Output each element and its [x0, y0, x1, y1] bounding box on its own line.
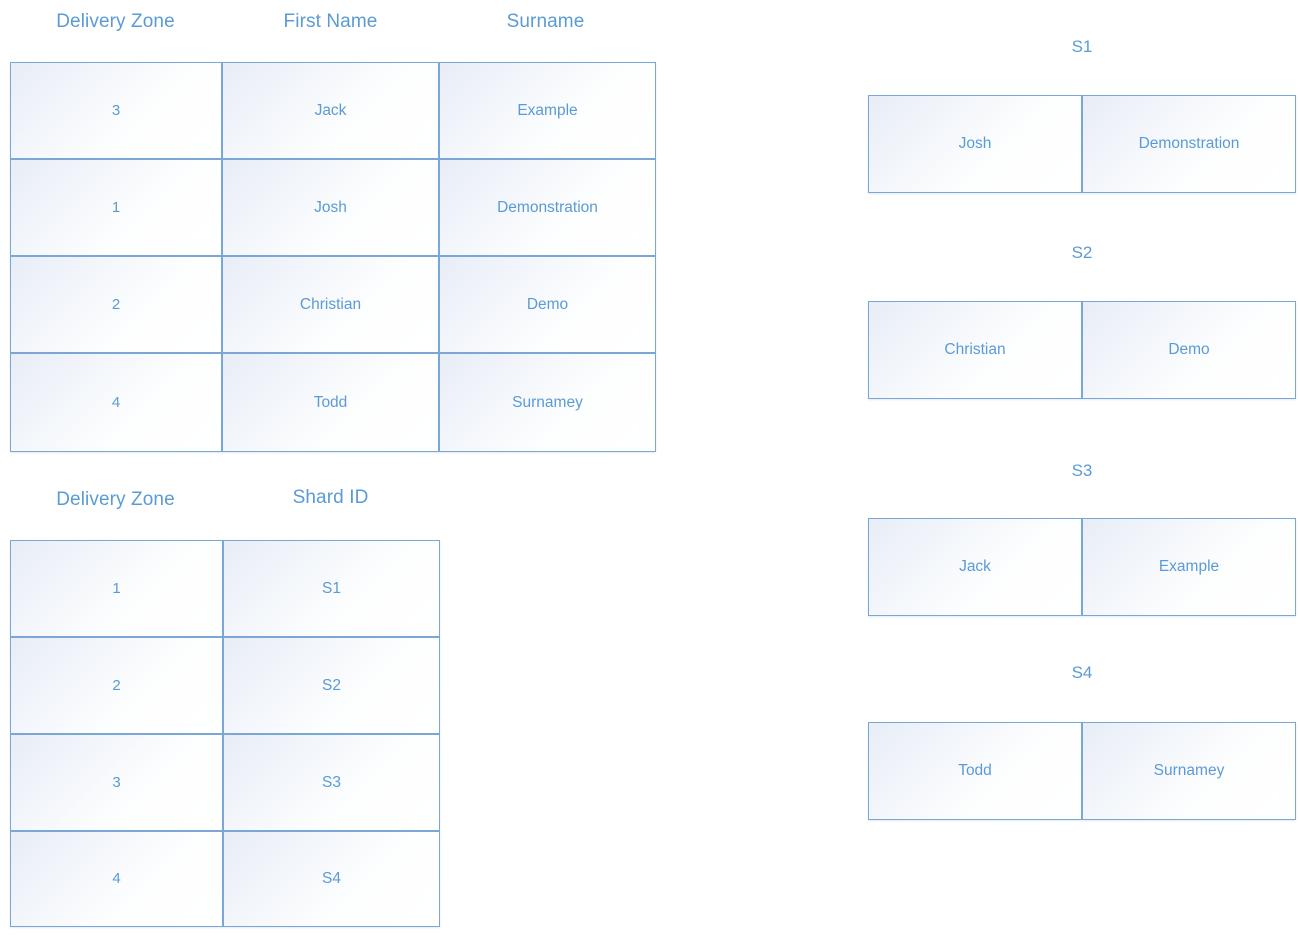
table-cell-shard-id: S3: [223, 734, 440, 831]
shard-cell-surname: Example: [1082, 518, 1296, 616]
shard-table-s4: Todd Surnamey: [868, 722, 1296, 820]
table-cell-delivery-zone: 3: [10, 734, 223, 831]
table-cell-delivery-zone: 4: [10, 831, 223, 927]
table-cell-first-name: Todd: [222, 353, 439, 452]
shard-cell-first-name: Jack: [868, 518, 1082, 616]
table-cell-surname: Demo: [439, 256, 656, 353]
table-cell-first-name: Josh: [222, 159, 439, 256]
shard-cell-first-name: Christian: [868, 301, 1082, 399]
table-cell-first-name: Jack: [222, 62, 439, 159]
column-header-delivery-zone: Delivery Zone: [56, 489, 175, 510]
shard-title-s4: S4: [1071, 663, 1093, 682]
shard-title-s1: S1: [1071, 37, 1093, 56]
column-header-shard-id: Shard ID: [292, 487, 369, 508]
shard-cell-surname: Demonstration: [1082, 95, 1296, 193]
zone-to-shard-table: 1 S1 2 S2 3 S3 4 S4: [10, 540, 440, 927]
column-header-surname: Surname: [506, 11, 585, 32]
shard-title-s3: S3: [1071, 461, 1093, 480]
shard-title-s2: S2: [1071, 243, 1093, 262]
shard-table-s3: Jack Example: [868, 518, 1296, 616]
table-cell-delivery-zone: 2: [10, 256, 222, 353]
table-cell-delivery-zone: 1: [10, 159, 222, 256]
table-cell-shard-id: S2: [223, 637, 440, 734]
table-cell-surname: Demonstration: [439, 159, 656, 256]
table-cell-first-name: Christian: [222, 256, 439, 353]
shard-cell-surname: Demo: [1082, 301, 1296, 399]
column-header-first-name: First Name: [283, 11, 378, 32]
table-cell-shard-id: S1: [223, 540, 440, 637]
table-cell-delivery-zone: 1: [10, 540, 223, 637]
customer-records-table: 3 Jack Example 1 Josh Demonstration 2 Ch…: [10, 62, 656, 452]
shard-cell-surname: Surnamey: [1082, 722, 1296, 820]
column-header-delivery-zone: Delivery Zone: [56, 11, 175, 32]
table-cell-shard-id: S4: [223, 831, 440, 927]
table-cell-surname: Example: [439, 62, 656, 159]
table-cell-delivery-zone: 3: [10, 62, 222, 159]
table-cell-delivery-zone: 2: [10, 637, 223, 734]
table-cell-surname: Surnamey: [439, 353, 656, 452]
table-cell-delivery-zone: 4: [10, 353, 222, 452]
shard-cell-first-name: Josh: [868, 95, 1082, 193]
shard-cell-first-name: Todd: [868, 722, 1082, 820]
shard-table-s2: Christian Demo: [868, 301, 1296, 399]
shard-table-s1: Josh Demonstration: [868, 95, 1296, 193]
